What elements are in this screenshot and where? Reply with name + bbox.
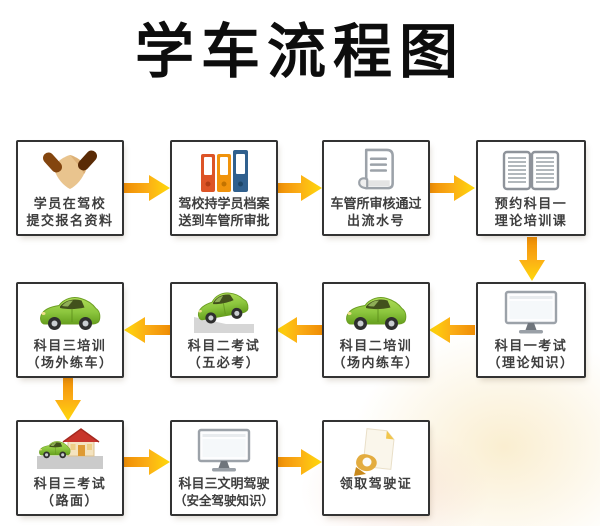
step-label: 科目一考试 （理论知识） xyxy=(487,338,575,370)
arrow-down-icon xyxy=(519,237,545,281)
flow-step-book-subject1-class: 预约科目一 理论培训课 xyxy=(476,140,586,236)
step-label: 科目三培训 （场外练车） xyxy=(26,338,114,370)
step-label: 车管所审核通过 出流水号 xyxy=(330,196,422,228)
arrow-right-icon xyxy=(429,175,475,201)
flow-step-subject2-exam: 科目二考试 （五必考） xyxy=(170,282,278,378)
step-label: 科目二培训 （场内练车） xyxy=(332,338,420,370)
arrow-right-icon xyxy=(276,175,322,201)
document-icon xyxy=(353,147,399,194)
arrow-left-icon xyxy=(429,317,475,343)
flow-step-subject3-training: 科目三培训 （场外练车） xyxy=(16,282,124,378)
step-label: 学员在驾校 提交报名资料 xyxy=(26,196,114,228)
arrow-left-icon xyxy=(124,317,170,343)
flow-step-dmv-review-serial: 车管所审核通过 出流水号 xyxy=(322,140,430,236)
arrow-right-icon xyxy=(276,449,322,475)
flow-step-school-submits-files: 驾校持学员档案 送到车管所审批 xyxy=(170,140,278,236)
step-label: 领取驾驶证 xyxy=(339,476,413,491)
binders-icon xyxy=(198,147,250,194)
step-label: 科目三考试 （路面） xyxy=(33,476,107,508)
step-label: 预约科目一 理论培训课 xyxy=(494,196,568,228)
arrow-left-icon xyxy=(276,317,322,343)
house-road-car-icon xyxy=(35,427,105,474)
monitor-icon xyxy=(196,427,252,474)
car-icon xyxy=(38,289,102,336)
car-on-ramp-icon xyxy=(192,289,256,336)
step-label: 科目二考试 （五必考） xyxy=(187,338,261,370)
flow-step-subject1-exam: 科目一考试 （理论知识） xyxy=(476,282,586,378)
page-title: 学车流程图 xyxy=(134,19,465,85)
step-label: 科目三文明驾驶 （安全驾驶知识） xyxy=(173,476,274,508)
license-hand-icon xyxy=(351,427,401,476)
handshake-icon xyxy=(42,147,98,194)
flow-step-subject3-civilized-driving: 科目三文明驾驶 （安全驾驶知识） xyxy=(170,420,278,516)
monitor-icon xyxy=(503,289,559,336)
arrow-down-icon xyxy=(55,377,81,421)
arrow-right-icon xyxy=(124,449,170,475)
step-label: 驾校持学员档案 送到车管所审批 xyxy=(178,196,270,228)
car-icon xyxy=(344,289,408,336)
flow-step-subject2-training: 科目二培训 （场内练车） xyxy=(322,282,430,378)
open-book-icon xyxy=(500,147,562,194)
flow-step-submit-application: 学员在驾校 提交报名资料 xyxy=(16,140,124,236)
flow-step-get-license: 领取驾驶证 xyxy=(322,420,430,516)
flow-step-subject3-exam: 科目三考试 （路面） xyxy=(16,420,124,516)
arrow-right-icon xyxy=(124,175,170,201)
